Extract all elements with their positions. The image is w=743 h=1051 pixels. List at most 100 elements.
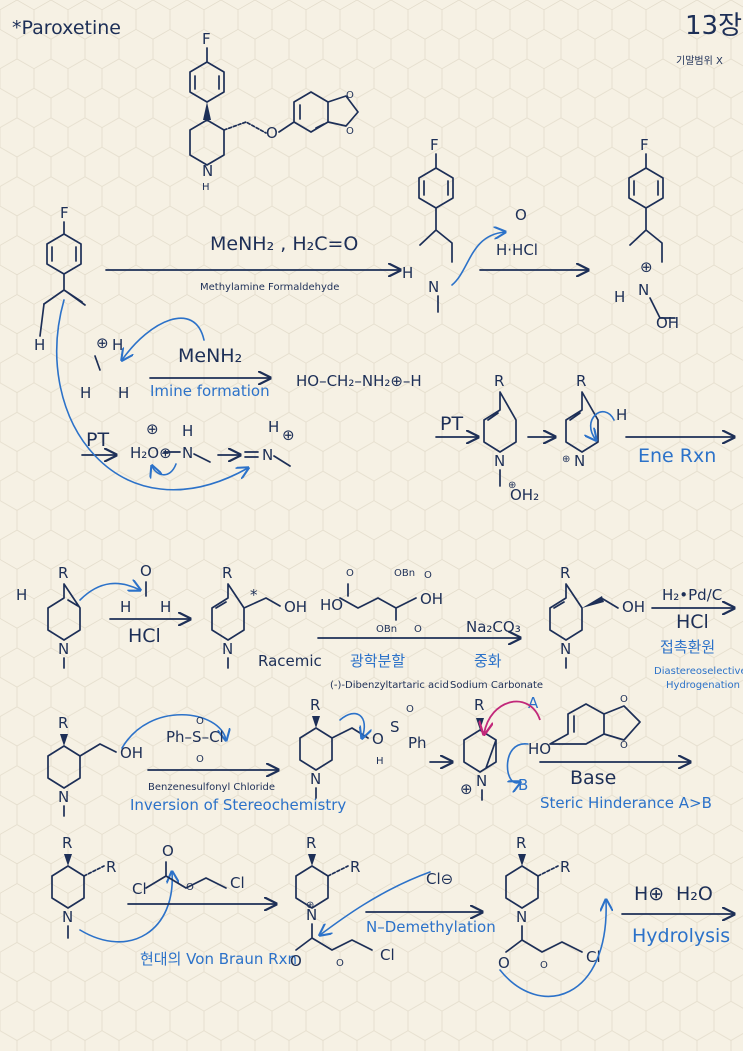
svg-text:Hydrolysis: Hydrolysis xyxy=(632,925,730,947)
svg-text:N: N xyxy=(222,640,233,658)
svg-text:H: H xyxy=(614,288,625,306)
svg-text:H·HCl: H·HCl xyxy=(496,241,538,259)
svg-text:⊕: ⊕ xyxy=(460,780,473,798)
intermediate-amine: F H N O H·HCl xyxy=(402,136,538,313)
svg-text:R: R xyxy=(306,834,316,852)
svg-text:N: N xyxy=(262,446,273,464)
svg-text:OH: OH xyxy=(284,598,307,616)
svg-text:N: N xyxy=(310,770,321,788)
svg-text:N: N xyxy=(574,452,585,470)
ene-mechanism: PT R N ⊕ OH₂ R H N ⊕ Ene Rxn xyxy=(435,372,734,504)
svg-text:O: O xyxy=(336,958,344,969)
svg-text:S: S xyxy=(390,718,400,736)
svg-text:Cl⊖: Cl⊖ xyxy=(426,870,453,888)
svg-text:N–Demethylation: N–Demethylation xyxy=(366,918,496,936)
svg-text:⊕: ⊕ xyxy=(562,454,570,465)
imine-formation-label: Imine formation xyxy=(150,382,270,400)
svg-text:H: H xyxy=(120,598,131,616)
svg-text:R: R xyxy=(310,696,320,714)
imine-mechanism: ⊕ H H H MeNH₂ Imine formation HO–CH₂–NH₂… xyxy=(80,317,422,402)
svg-text:O: O xyxy=(346,90,354,101)
ammonium-product: F ⊕ H N OH xyxy=(614,136,679,332)
svg-text:R: R xyxy=(560,564,570,582)
svg-text:Na₂CO₃: Na₂CO₃ xyxy=(466,618,521,636)
pt-dehydration: PT ⊕ H₂O⊕ H N H ⊕ N xyxy=(55,299,295,491)
svg-text:R: R xyxy=(560,858,570,876)
svg-text:현대의 Von Braun Rxn: 현대의 Von Braun Rxn xyxy=(140,950,297,968)
svg-text:OBn: OBn xyxy=(394,568,415,579)
svg-text:H: H xyxy=(112,336,123,354)
svg-text:H: H xyxy=(268,418,279,436)
svg-text:Cl: Cl xyxy=(380,946,395,964)
hydrolysis-step: H⊕ H₂O Hydrolysis xyxy=(621,883,734,947)
svg-text:A: A xyxy=(528,694,539,712)
carbamate-ammonium: R R N ⊕ O O Cl xyxy=(290,834,431,970)
svg-text:*: * xyxy=(250,586,258,604)
svg-text:Inversion of Stereochemistry: Inversion of Stereochemistry xyxy=(130,796,346,814)
racemic-alcohol: R * OH N Racemic xyxy=(211,564,322,670)
svg-text:R: R xyxy=(58,714,68,732)
svg-text:O: O xyxy=(196,716,204,727)
svg-text:⊕: ⊕ xyxy=(640,258,653,276)
svg-text:OH₂: OH₂ xyxy=(510,486,539,504)
svg-text:O: O xyxy=(372,730,384,748)
svg-text:광학분할: 광학분할 xyxy=(350,652,405,670)
exam-scope-note: 기말범위 X xyxy=(676,54,723,67)
tetrahydropyridine: H R N xyxy=(16,564,140,669)
svg-text:Ph–S–Cl: Ph–S–Cl xyxy=(166,728,224,746)
sesamol: HO O O xyxy=(528,694,641,758)
svg-text:O: O xyxy=(266,124,278,142)
svg-text:OH: OH xyxy=(622,598,645,616)
svg-text:O: O xyxy=(290,952,302,970)
svg-text:O: O xyxy=(186,882,194,893)
paroxetine-structure: F O O O N H xyxy=(189,30,359,193)
svg-text:N: N xyxy=(638,281,649,299)
hydrogenation-conditions: H₂•Pd/C HCl 접촉환원 Diastereoselective Hydr… xyxy=(651,586,743,691)
svg-text:N: N xyxy=(476,772,487,790)
svg-text:PT: PT xyxy=(86,429,109,451)
benzenesulfonyl-chloride: Ph–S–Cl O O Benzenesulfonyl Chloride Inv… xyxy=(130,716,346,814)
svg-text:Racemic: Racemic xyxy=(258,652,322,670)
svg-text:Diastereoselective: Diastereoselective xyxy=(654,666,743,677)
svg-text:H: H xyxy=(34,336,45,354)
svg-text:N: N xyxy=(428,278,439,296)
svg-text:⊕: ⊕ xyxy=(306,900,314,911)
svg-text:R: R xyxy=(350,858,360,876)
svg-text:H: H xyxy=(402,264,413,282)
svg-text:PT: PT xyxy=(440,413,463,435)
fluorostyrene-start: F H xyxy=(34,204,86,354)
svg-text:R: R xyxy=(222,564,232,582)
svg-text:R: R xyxy=(474,696,484,714)
step1-reagent: MeNH₂ , H₂C=O xyxy=(210,233,358,255)
svg-text:F: F xyxy=(430,136,439,154)
svg-text:N: N xyxy=(306,906,317,924)
svg-text:H: H xyxy=(376,756,384,767)
svg-text:⊕: ⊕ xyxy=(508,480,516,491)
svg-text:HO: HO xyxy=(528,740,551,758)
page-title: *Paroxetine xyxy=(12,17,121,39)
svg-text:H₂O: H₂O xyxy=(676,883,713,905)
svg-text:H: H xyxy=(202,182,210,193)
svg-text:⊕: ⊕ xyxy=(96,334,109,352)
svg-text:N: N xyxy=(58,788,69,806)
svg-text:N: N xyxy=(202,162,213,180)
svg-text:O: O xyxy=(346,568,354,579)
chapter-number: 13장 xyxy=(685,11,742,41)
svg-text:O: O xyxy=(620,740,628,751)
svg-text:R: R xyxy=(106,858,116,876)
svg-text:H: H xyxy=(118,384,129,402)
svg-text:OBn: OBn xyxy=(376,624,397,635)
svg-text:R: R xyxy=(576,372,586,390)
dibenzyltartaric-acid: OBn O HO OH O OBn O 광학분할 (-)-Dibenzyltar… xyxy=(317,568,543,691)
svg-text:HCl: HCl xyxy=(128,625,161,647)
carbamate-product: R R N O O Cl xyxy=(498,834,606,997)
menh2-label: MeNH₂ xyxy=(178,345,242,367)
svg-text:O: O xyxy=(620,694,628,705)
steric-hindrance-note: Steric Hinderance A>B xyxy=(540,794,712,812)
base-label: Base xyxy=(570,767,616,789)
sulfonate-ester: R O H S O Ph N xyxy=(299,696,427,799)
svg-text:R: R xyxy=(516,834,526,852)
svg-text:N: N xyxy=(62,908,73,926)
